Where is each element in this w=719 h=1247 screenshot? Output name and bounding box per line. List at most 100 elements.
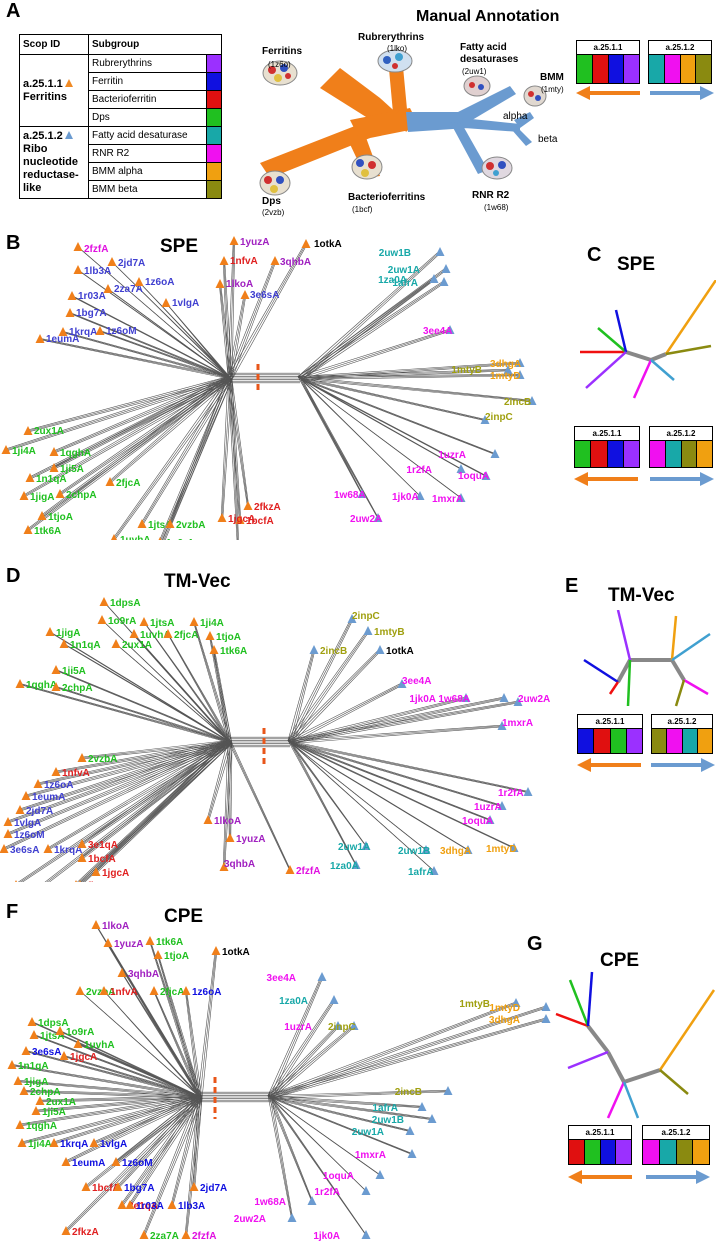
leaf-label: 1otkA bbox=[386, 646, 414, 657]
ferritins-pdb: (1z6o) bbox=[268, 60, 291, 69]
blue-triangle-icon bbox=[357, 489, 367, 498]
blue-triangle-icon bbox=[429, 274, 439, 283]
tree-edge bbox=[291, 743, 358, 866]
tree-edge bbox=[287, 724, 502, 741]
color-swatch bbox=[206, 54, 222, 73]
tree-edge bbox=[299, 369, 509, 379]
blue-triangle-icon bbox=[421, 845, 431, 854]
tree-edge bbox=[222, 379, 233, 519]
leaf-label: 1vlgA bbox=[172, 298, 199, 309]
blue-triangle-icon bbox=[347, 614, 357, 623]
orange-triangle-icon bbox=[117, 1200, 127, 1209]
leaf-label: 1qghA bbox=[26, 680, 57, 691]
tree-edge bbox=[289, 741, 503, 807]
tree-edge bbox=[120, 1095, 199, 1205]
leaf-label: 1n1qA bbox=[36, 474, 67, 485]
leaf-label: 1dpsA bbox=[110, 598, 141, 609]
cpe-small-title: CPE bbox=[600, 950, 640, 971]
leaf-label: 1vlgA bbox=[100, 1139, 127, 1150]
tree-edge bbox=[289, 741, 515, 849]
tree-edge bbox=[291, 631, 370, 744]
tree-edge bbox=[297, 361, 520, 377]
subgroup-row: BMM beta bbox=[88, 180, 207, 199]
panel-label-f: F bbox=[6, 901, 19, 923]
tree-edge bbox=[63, 1055, 201, 1098]
tree-edge bbox=[194, 1098, 203, 1188]
tree-edge bbox=[41, 376, 229, 516]
tree-edge bbox=[301, 363, 521, 380]
tree-edge bbox=[149, 940, 201, 1098]
tree-edge bbox=[78, 1044, 203, 1099]
orange-triangle-icon bbox=[215, 279, 225, 288]
tree-edge bbox=[20, 743, 233, 812]
leaf-label: 1r2fA bbox=[498, 788, 524, 799]
tree-edge bbox=[221, 377, 231, 519]
ferritins-label: Ferritins bbox=[262, 46, 303, 57]
orange-triangle-icon bbox=[1, 445, 11, 454]
bmm-alpha-branch bbox=[514, 112, 534, 128]
leaf-label: 1z6oM bbox=[122, 1158, 153, 1169]
blue-triangle-icon bbox=[509, 843, 519, 852]
leaf-label: 1ji5A bbox=[60, 464, 84, 475]
blue-triangle-icon bbox=[456, 493, 466, 502]
tree-edge bbox=[3, 740, 229, 849]
leaf-label: 1jigA bbox=[24, 1077, 48, 1088]
orange-triangle-icon bbox=[225, 833, 235, 842]
tree-edge bbox=[154, 991, 203, 1099]
leaf-label: 2uw1A bbox=[388, 265, 420, 276]
tree-edge bbox=[271, 1098, 411, 1133]
orange-triangle-icon bbox=[3, 817, 13, 826]
spe-small-title: SPE bbox=[617, 254, 656, 275]
orange-triangle-icon bbox=[55, 1026, 65, 1035]
tree-edge bbox=[85, 1095, 199, 1187]
tree-edge bbox=[291, 726, 503, 744]
tree-edge bbox=[69, 312, 231, 379]
tree-edge bbox=[21, 1095, 199, 1143]
leaf-label: 1o9rA bbox=[66, 1027, 94, 1038]
tree-edge bbox=[120, 972, 199, 1096]
leaf-label: 1z6oA bbox=[145, 277, 174, 288]
leaf-label: 1uvhA bbox=[120, 535, 151, 540]
leaf-label: 1n1qA bbox=[18, 1061, 49, 1072]
tree-edge bbox=[287, 740, 528, 792]
leaf-label: 2inpC bbox=[352, 611, 380, 622]
leaf-label: 1yuzA bbox=[236, 834, 265, 845]
tree-edge bbox=[143, 1096, 201, 1236]
leaf-label: 2uw2A bbox=[234, 1214, 266, 1225]
leaf-label: 2incB bbox=[504, 397, 531, 408]
tree-edge bbox=[271, 1098, 381, 1177]
blue-triangle-icon bbox=[439, 277, 449, 286]
tree-edge bbox=[71, 294, 229, 377]
orange-triangle-icon bbox=[129, 629, 139, 638]
leaf-label: 3e1qA bbox=[88, 840, 118, 851]
tree-edge bbox=[299, 377, 379, 519]
tree-edge bbox=[291, 743, 515, 850]
leaf-label: 1lkoA bbox=[214, 816, 241, 827]
leaf-label: 1bcfA bbox=[246, 516, 274, 527]
leaf-label: 1nfvA bbox=[230, 256, 258, 267]
orange-triangle-icon bbox=[73, 1039, 83, 1048]
tree-edge bbox=[297, 368, 508, 377]
orange-triangle-icon bbox=[134, 277, 144, 286]
tree-edge bbox=[269, 1096, 423, 1108]
leaf-label: 1nfvA bbox=[62, 768, 90, 779]
tree-edge bbox=[167, 633, 231, 743]
orange-triangle-icon bbox=[37, 511, 47, 520]
tree-edge bbox=[34, 1035, 203, 1099]
leaf-label: 2za7A bbox=[86, 881, 115, 882]
tree-edge bbox=[299, 377, 533, 402]
orange-triangle-icon bbox=[219, 862, 229, 871]
scop-id-header: Scop ID bbox=[19, 34, 89, 55]
leaf-label: 2chpA bbox=[62, 683, 93, 694]
leaf-label: 1n1qA bbox=[70, 640, 101, 651]
orange-triangle-icon bbox=[51, 767, 61, 776]
tree-edge bbox=[164, 379, 233, 540]
tree-edge bbox=[41, 377, 231, 517]
color-swatch bbox=[206, 162, 222, 181]
rubrerythrin-branch bbox=[388, 56, 408, 124]
tree-edge bbox=[82, 743, 233, 882]
tree-edge bbox=[297, 376, 362, 494]
tree-edge bbox=[40, 339, 233, 380]
leaf-label: 1jgcA bbox=[228, 514, 255, 525]
tree-edge bbox=[56, 743, 233, 774]
